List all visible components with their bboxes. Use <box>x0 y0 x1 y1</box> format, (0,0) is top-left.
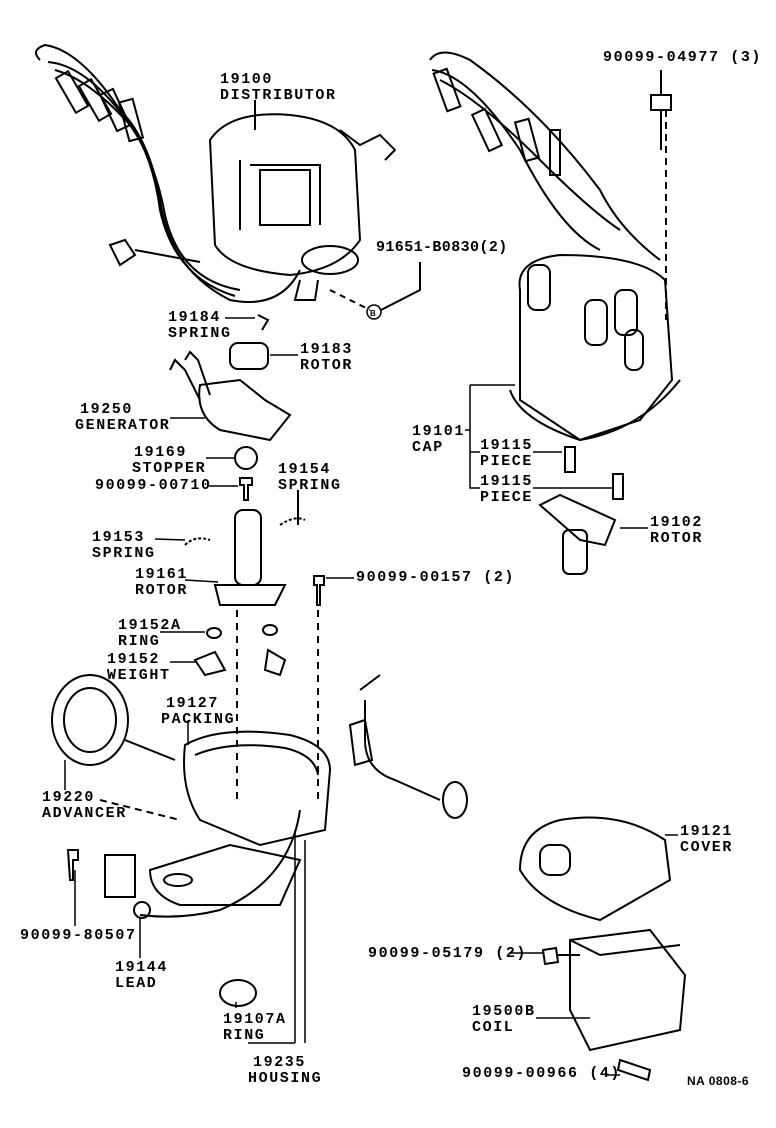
part-name: GENERATOR <box>75 417 171 434</box>
part-number: 19183 <box>300 341 354 358</box>
part-name: COIL <box>472 1019 515 1036</box>
part-name: PACKING <box>161 711 236 728</box>
label-91651-b0830: 91651-B0830(2) <box>376 240 508 256</box>
label-90099-00966: 90099-00966 (4) <box>462 1066 621 1082</box>
part-name: STOPPER <box>132 460 207 477</box>
part-name: RING <box>118 633 161 650</box>
part-number: 19100 <box>220 71 274 88</box>
part-number: 90099-04977 (3) <box>603 49 763 66</box>
part-number: 19500B <box>472 1003 536 1020</box>
part-number: 19152 <box>107 651 161 668</box>
part-number: 19154 <box>278 461 332 478</box>
figure-code: NA 0808-6 <box>687 1073 749 1089</box>
part-number: 90099-80507 <box>20 927 137 944</box>
part-name: PIECE <box>480 453 534 470</box>
part-number: 19250 <box>80 401 134 418</box>
label-90099-05179: 90099-05179 (2) <box>368 946 527 962</box>
figure-code-text: NA 0808-6 <box>687 1074 750 1088</box>
part-number: 19153 <box>92 529 146 546</box>
shaft-drawing <box>169 314 325 800</box>
part-number: 19127 <box>166 695 220 712</box>
part-number: 19152A <box>118 617 182 634</box>
part-name: SPRING <box>168 325 232 342</box>
part-name: WEIGHT <box>107 667 171 684</box>
part-number: 90099-00710 <box>95 477 212 494</box>
housing-drawing <box>51 674 468 1007</box>
part-number: 90099-00157 (2) <box>356 569 516 586</box>
label-90099-00710: 90099-00710 <box>95 478 212 494</box>
part-number: 19220 <box>42 789 96 806</box>
part-name: SPRING <box>278 477 342 494</box>
label-90099-80507: 90099-80507 <box>20 928 137 944</box>
part-name: RING <box>223 1027 266 1044</box>
cap-drawing <box>429 51 681 575</box>
part-number: 19115 <box>480 473 534 490</box>
cover-coil-drawing <box>518 816 687 1082</box>
distributor-assembly-drawing: B <box>35 43 421 320</box>
part-name: LEAD <box>115 975 158 992</box>
part-name: ADVANCER <box>42 805 127 822</box>
part-name: DISTRIBUTOR <box>220 87 337 104</box>
part-number: 19115 <box>480 437 534 454</box>
part-name: CAP <box>412 439 444 456</box>
part-number: 19121 <box>680 823 734 840</box>
leader-lines <box>64 317 678 1076</box>
part-name: ROTOR <box>650 530 704 547</box>
part-number: 19101 <box>412 423 466 440</box>
label-90099-04977: 90099-04977 (3) <box>603 50 762 66</box>
part-number: 19184 <box>168 309 222 326</box>
part-number: 19161 <box>135 566 189 583</box>
part-name: ROTOR <box>135 582 189 599</box>
part-number: 19107A <box>223 1011 287 1028</box>
label-90099-00157: 90099-00157 (2) <box>356 570 515 586</box>
part-number: 90099-00966 (4) <box>462 1065 622 1082</box>
part-name: COVER <box>680 839 734 856</box>
part-number: 19102 <box>650 514 704 531</box>
part-name: HOUSING <box>248 1070 323 1087</box>
part-number: 19144 <box>115 959 169 976</box>
part-name: SPRING <box>92 545 156 562</box>
part-number: 91651-B0830(2) <box>376 239 508 256</box>
part-number: 90099-05179 (2) <box>368 945 528 962</box>
part-name: ROTOR <box>300 357 354 374</box>
b-marker: B <box>370 309 376 318</box>
part-number: 19235 <box>253 1054 307 1071</box>
part-number: 19169 <box>134 444 188 461</box>
part-name: PIECE <box>480 489 534 506</box>
